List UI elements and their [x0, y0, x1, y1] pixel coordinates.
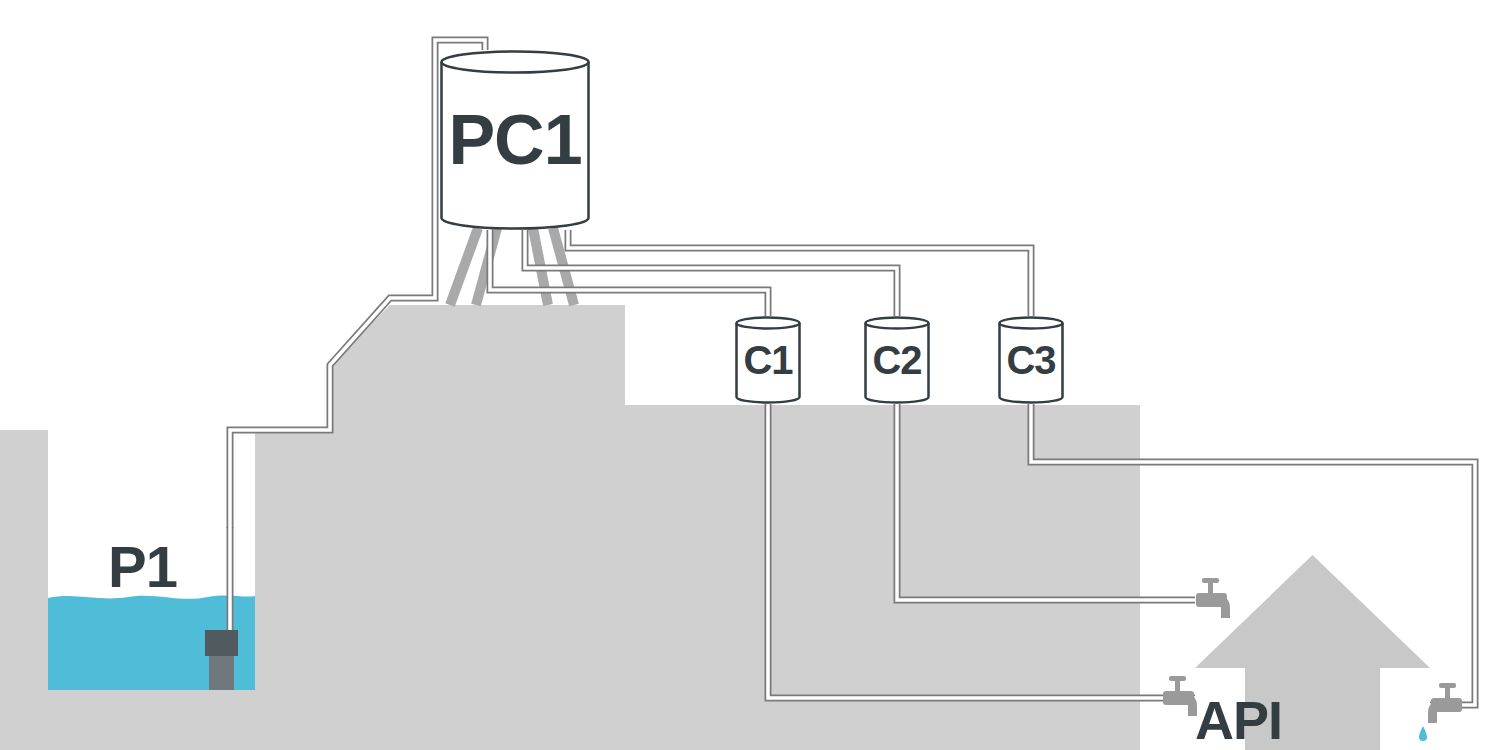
node-label: C3 [1006, 340, 1055, 380]
pump-pipe [230, 526, 231, 630]
faucet [1163, 676, 1197, 716]
node-label: C2 [872, 340, 921, 380]
water-drop [1419, 726, 1427, 741]
node-label: PC1 [448, 105, 581, 175]
pipe-bore [568, 230, 1031, 316]
pipe-bore [490, 230, 768, 316]
node-label: API [1195, 693, 1282, 747]
water-pipe [568, 230, 1031, 316]
house-shape [1195, 555, 1430, 750]
faucet [1196, 578, 1230, 618]
water-pipe [490, 230, 768, 316]
tank-body [442, 52, 589, 229]
water-pipe [525, 230, 897, 316]
main-tank: PC1 [440, 50, 590, 230]
faucet [1428, 683, 1462, 723]
small-tank: C2 [864, 316, 930, 404]
pipe-bore [897, 404, 1195, 600]
pipe-wall [525, 230, 897, 316]
tank-body [737, 318, 800, 403]
node-label: C1 [743, 340, 792, 380]
tank-rim [866, 323, 929, 329]
pond: P1 [48, 528, 255, 690]
small-tank: C3 [998, 316, 1064, 404]
ground [0, 305, 1140, 750]
pipe-bore [768, 404, 1195, 698]
pipe-wall [568, 230, 1031, 316]
tank-rim [1000, 323, 1063, 329]
pipe-bore [525, 230, 897, 316]
tank-body [1000, 318, 1063, 403]
tank-rim [737, 323, 800, 329]
water [48, 595, 255, 690]
water-pipe [897, 404, 1195, 600]
small-tank: C1 [735, 316, 801, 404]
water-pipe [768, 404, 1195, 698]
pipe-wall [490, 230, 768, 316]
tank-body [866, 318, 929, 403]
pipe-wall [897, 404, 1195, 600]
house: API [1195, 555, 1430, 750]
tank-rim [442, 62, 589, 73]
node-label: P1 [108, 538, 177, 596]
pipe-wall [768, 404, 1195, 698]
pump [205, 630, 238, 690]
